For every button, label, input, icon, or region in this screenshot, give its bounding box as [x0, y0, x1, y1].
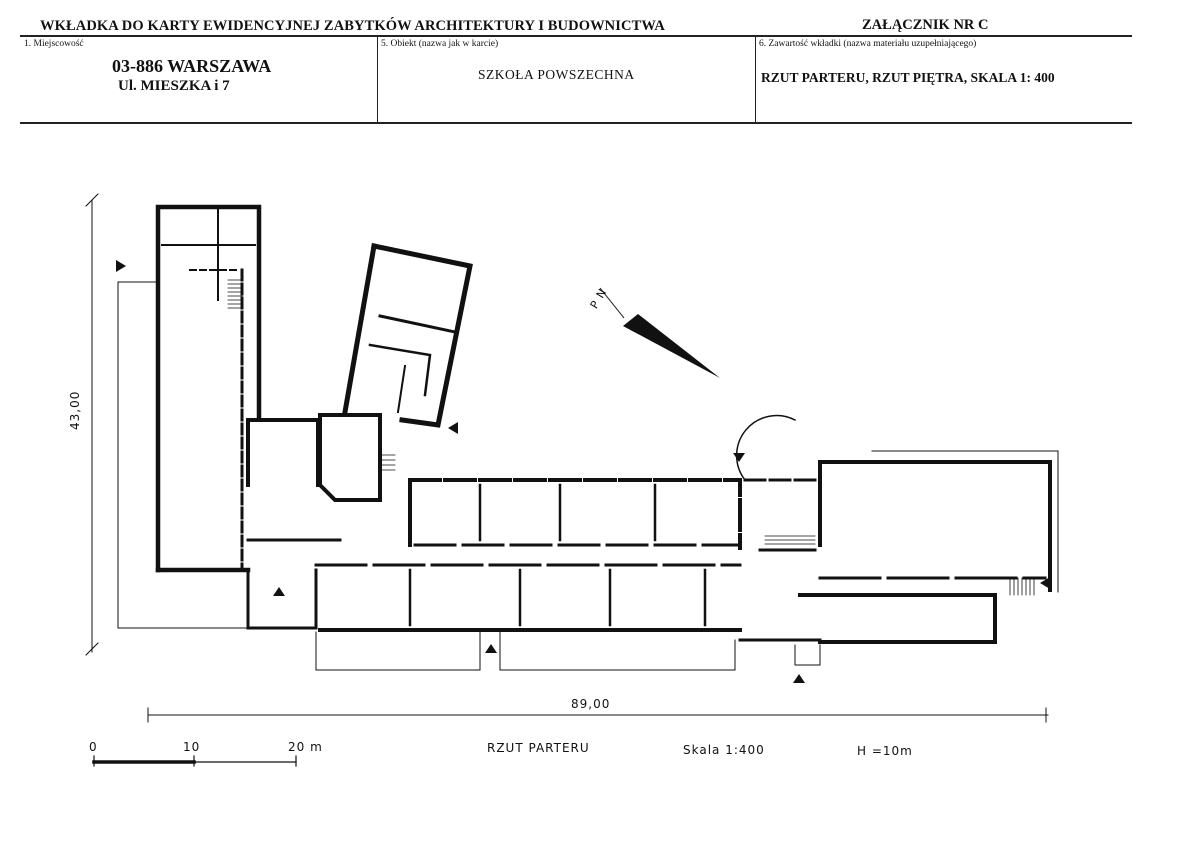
connector-rooms-walls [246, 413, 382, 630]
west-wing-walls [117, 204, 262, 629]
field-divider-2 [755, 35, 757, 123]
card-title: WKŁADKA DO KARTY EWIDENCYJNEJ ZABYTKÓW A… [40, 18, 665, 34]
east-wing-walls [735, 414, 1059, 666]
vertical-dimension-line [85, 193, 99, 656]
stairs [227, 279, 1035, 596]
building-height: H =10m [857, 744, 913, 758]
rotated-wing-walls [342, 243, 473, 428]
field-divider-1 [377, 35, 379, 123]
header-top-rule [20, 35, 1132, 37]
locality-label: 1. Miejscowość [24, 39, 84, 49]
annex-number: ZAŁĄCZNIK NR C [862, 17, 989, 33]
scale-bar-tick-20: 20 m [288, 740, 323, 754]
locality-line2: Ul. MIESZKA i 7 [118, 78, 230, 94]
drawing-caption: RZUT PARTERU [487, 741, 590, 755]
entrance-markers [116, 260, 1050, 683]
object-label: 5. Obiekt (nazwa jak w karcie) [381, 39, 499, 49]
content-label: 6. Zawartość wkładki (nazwa materiału uz… [759, 39, 977, 49]
object-value: SZKOŁA POWSZECHNA [478, 67, 635, 82]
central-block-walls [314, 478, 742, 671]
content-value: RZUT PARTERU, RZUT PIĘTRA, SKALA 1: 400 [761, 70, 1055, 85]
dimension-vertical-label: 43,00 [68, 390, 82, 430]
header-bottom-rule [20, 122, 1132, 124]
scale-bar-tick-10: 10 [183, 740, 201, 754]
horizontal-dimension-line [147, 707, 1049, 723]
drawing-scale: Skala 1:400 [683, 743, 765, 757]
north-arrow [599, 287, 720, 378]
dimension-horizontal-label: 89,00 [571, 697, 611, 711]
locality-line1: 03-886 WARSZAWA [112, 56, 272, 76]
scale-bar [92, 755, 297, 767]
scale-bar-tick-0: 0 [89, 740, 98, 754]
